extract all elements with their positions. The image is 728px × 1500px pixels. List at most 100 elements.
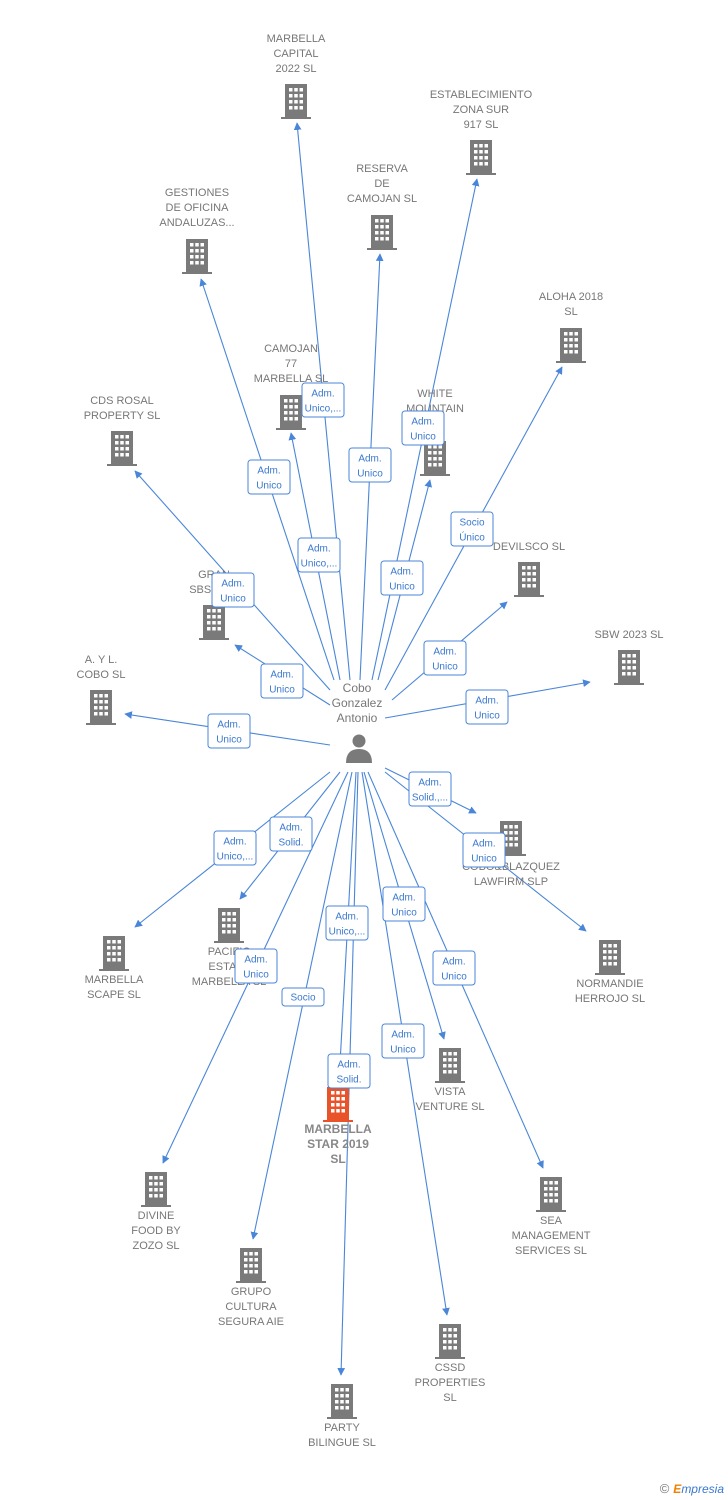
relation-badge-marbella-scape[interactable]: Adm.Unico,... xyxy=(213,830,257,866)
relation-badge-grupo-cultura[interactable]: Socio xyxy=(281,987,325,1007)
relation-badge-cssd[interactable]: Adm.Unico xyxy=(381,1023,425,1059)
building-icon xyxy=(236,1248,266,1283)
building-icon xyxy=(466,140,496,175)
relation-badge-box xyxy=(382,886,426,922)
relation-text: Unico xyxy=(474,711,500,722)
company-node-sbw2023[interactable]: SBW 2023 SL xyxy=(594,629,664,685)
building-icon xyxy=(99,936,129,971)
company-label-line: VISTA xyxy=(435,1086,467,1098)
company-label-line: COBO SL xyxy=(77,669,126,681)
company-label-line: PARTY xyxy=(324,1422,360,1434)
relation-text: Adm. xyxy=(221,579,244,590)
relation-text: Solid.,... xyxy=(412,793,448,804)
company-node-devilsco[interactable]: DEVILSCO SL xyxy=(493,541,565,597)
relation-badge-sea-management[interactable]: Adm.Unico xyxy=(432,950,476,986)
relation-badge-party-bilingue[interactable]: Adm.Unico,... xyxy=(325,905,369,941)
company-label-line: HERROJO SL xyxy=(575,993,645,1005)
company-label-line: CDS ROSAL xyxy=(90,395,154,407)
company-label-line: ZONA SUR xyxy=(453,104,509,116)
brand-initial: E xyxy=(673,1482,682,1496)
relation-badge-box xyxy=(380,560,424,596)
building-icon xyxy=(614,650,644,685)
company-label-line: CAPITAL xyxy=(273,48,318,60)
relation-badge-box xyxy=(207,713,251,749)
company-label-line: SEA xyxy=(540,1215,563,1227)
company-label-line: SBW 2023 SL xyxy=(594,629,663,641)
relation-badge-marbella-capital[interactable]: Adm.Unico,... xyxy=(301,382,345,418)
company-label-line: LAWFIRM SLP xyxy=(474,876,548,888)
company-label-line: ALOHA 2018 xyxy=(539,291,603,303)
relation-text: Unico,... xyxy=(217,852,254,863)
company-label-line: CAMOJAN xyxy=(264,343,318,355)
relation-badge-cds-rosal[interactable]: Adm.Unico xyxy=(211,572,255,608)
relation-text: Adm. xyxy=(411,417,434,428)
relation-text: Adm. xyxy=(307,544,330,555)
company-label-line: A. Y L. xyxy=(85,654,118,666)
relation-text: Adm. xyxy=(418,778,441,789)
relation-text: Unico xyxy=(410,432,436,443)
building-icon xyxy=(514,562,544,597)
relation-badge-white-mountain[interactable]: Adm.Unico xyxy=(380,560,424,596)
relation-text: Adm. xyxy=(270,670,293,681)
relation-badge-sbw2023[interactable]: Adm. Unico xyxy=(465,689,509,725)
relation-text: Unico xyxy=(216,735,242,746)
company-label-line: MANAGEMENT xyxy=(512,1230,591,1242)
company-label-line: ANDALUZAS... xyxy=(159,217,234,229)
relation-text: Adm. xyxy=(392,893,415,904)
company-label-line: DE OFICINA xyxy=(166,202,230,214)
company-label-line: STAR 2019 xyxy=(307,1137,369,1151)
relation-badge-camojan77[interactable]: Adm.Unico,... xyxy=(297,537,341,573)
relation-badge-aylcobo[interactable]: Adm. Unico xyxy=(207,713,251,749)
building-icon xyxy=(107,431,137,466)
relation-badge-divine-food[interactable]: Adm.Unico xyxy=(234,948,278,984)
relation-badge-box xyxy=(211,572,255,608)
company-label-line: ZOZO SL xyxy=(132,1240,179,1252)
building-icon xyxy=(595,940,625,975)
relation-badge-reserva-camojan[interactable]: Adm.Unico xyxy=(348,447,392,483)
building-icon xyxy=(199,605,229,640)
person-name-line: Antonio xyxy=(337,711,378,725)
relation-badge-box xyxy=(462,832,506,868)
relation-text: Único xyxy=(459,531,485,544)
relation-text: Adm. xyxy=(257,466,280,477)
relation-text: Socio xyxy=(290,993,315,1004)
relation-text: Adm. xyxy=(217,720,240,731)
company-label-line: SL xyxy=(330,1152,345,1166)
relation-badge-pacific[interactable]: Adm.Solid. xyxy=(269,816,313,852)
relation-badge-gestiones-oficina[interactable]: Adm.Unico xyxy=(247,459,291,495)
relation-badge-box xyxy=(260,663,304,699)
relation-badge-box xyxy=(213,830,257,866)
relation-badge-normandie[interactable]: Adm.Unico xyxy=(462,832,506,868)
relation-badge-establecimiento[interactable]: Adm. Unico xyxy=(401,410,445,446)
company-label-line: RESERVA xyxy=(356,163,408,175)
relation-badge-marbella-star[interactable]: Adm.Solid. xyxy=(327,1053,371,1089)
company-node-aylcobo[interactable]: A. Y L. COBO SL xyxy=(77,654,126,725)
relation-badge-cobo-blazquez[interactable]: Adm. Solid.,... xyxy=(408,771,452,807)
relation-text: Adm. xyxy=(475,696,498,707)
relation-badge-vista-venture[interactable]: Adm.Unico xyxy=(382,886,426,922)
relation-text: Socio xyxy=(459,518,484,529)
company-label-line: 917 SL xyxy=(464,119,499,131)
relation-badge-devilsco[interactable]: Adm.Unico xyxy=(423,640,467,676)
relation-badge-box xyxy=(401,410,445,446)
relation-text: Adm. xyxy=(279,823,302,834)
relation-badge-gran-sbs[interactable]: Adm.Unico xyxy=(260,663,304,699)
